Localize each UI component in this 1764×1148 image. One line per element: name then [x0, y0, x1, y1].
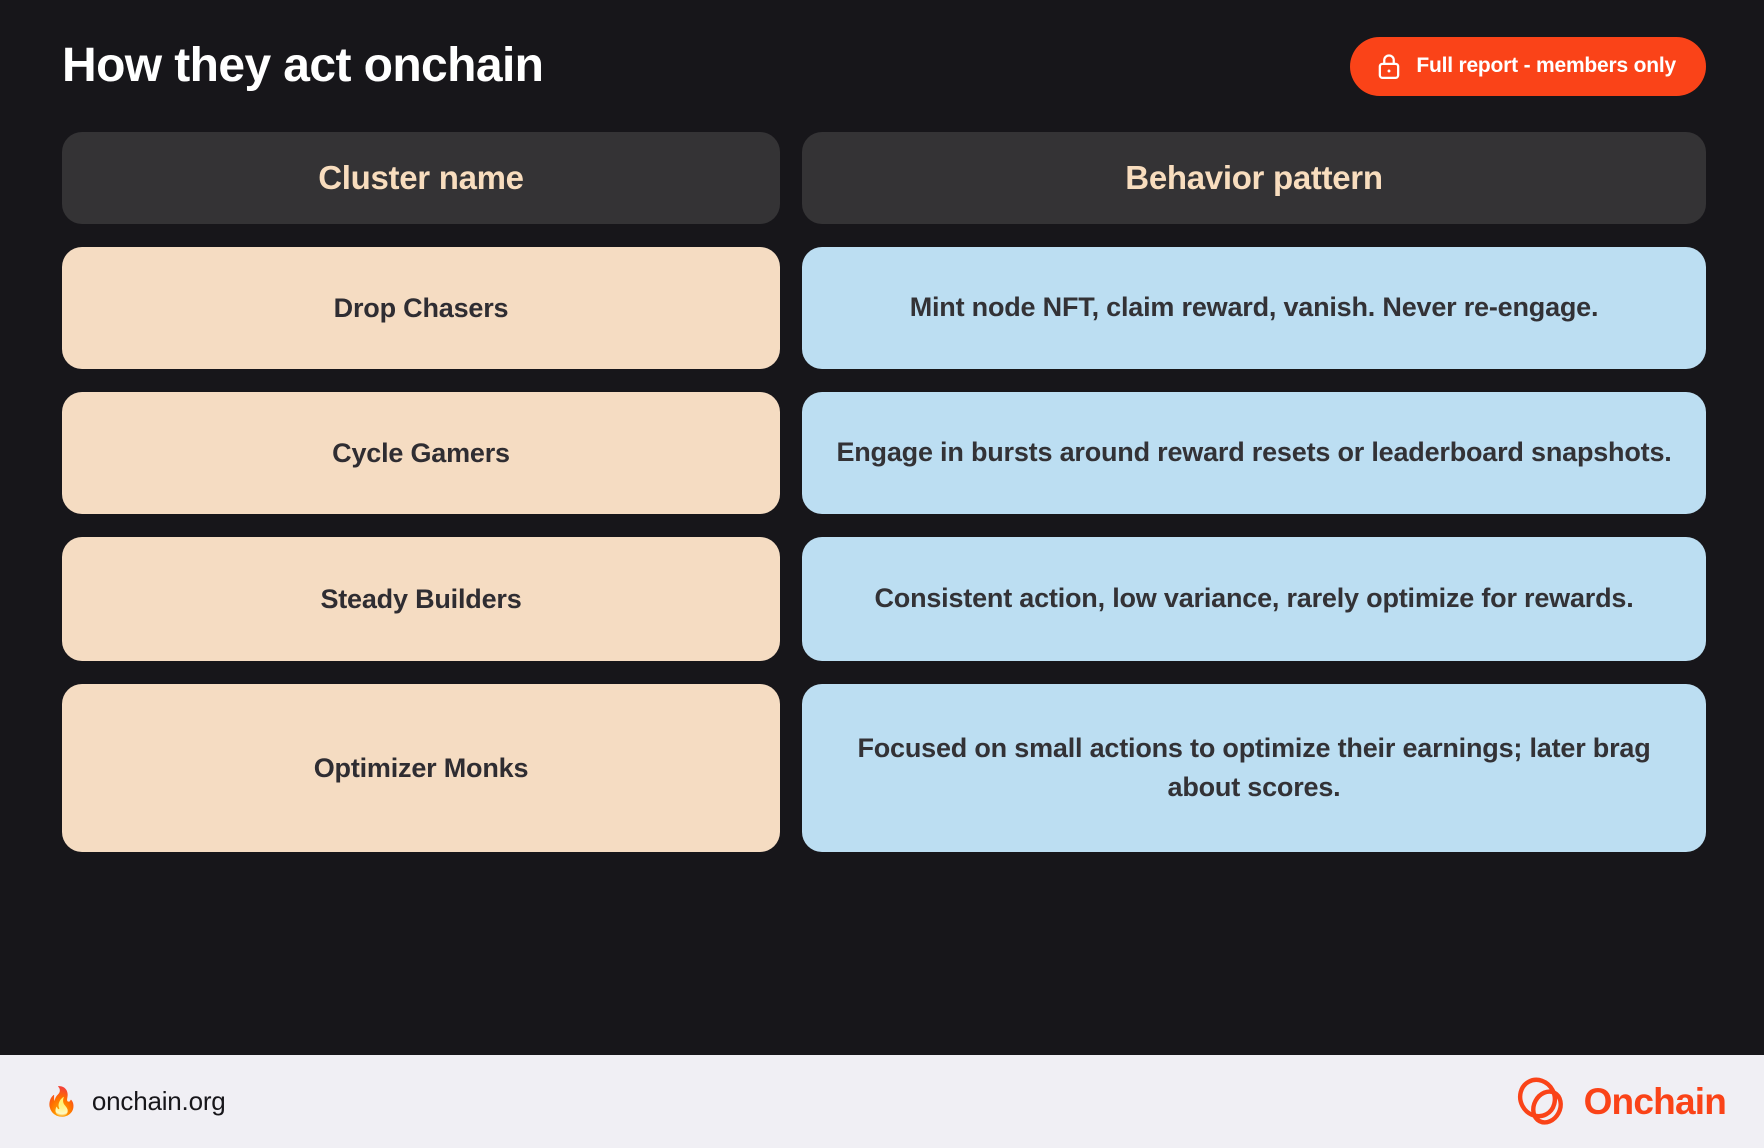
column-header-behavior-pattern: Behavior pattern	[802, 132, 1706, 224]
cluster-name-cell: Optimizer Monks	[62, 684, 780, 852]
onchain-logo[interactable]: Onchain	[1516, 1077, 1727, 1127]
cluster-name-cell: Cycle Gamers	[62, 392, 780, 514]
page-title: How they act onchain	[62, 39, 544, 92]
behavior-pattern-cell: Focused on small actions to optimize the…	[802, 684, 1706, 852]
behavior-pattern-cell: Mint node NFT, claim reward, vanish. Nev…	[802, 247, 1706, 369]
behavior-pattern-cell: Consistent action, low variance, rarely …	[802, 537, 1706, 661]
lock-icon	[1376, 52, 1402, 80]
footer: 🔥 onchain.org Onchain	[0, 1055, 1764, 1148]
footer-site-link[interactable]: 🔥 onchain.org	[44, 1086, 226, 1117]
behavior-pattern-cell: Engage in bursts around reward resets or…	[802, 392, 1706, 514]
onchain-logo-text: Onchain	[1583, 1080, 1727, 1122]
onchain-loop-icon	[1516, 1077, 1570, 1127]
cluster-name-cell: Drop Chasers	[62, 247, 780, 369]
table-bottom-spacer	[0, 1031, 1764, 1055]
column-header-cluster-name: Cluster name	[62, 132, 780, 224]
full-report-badge[interactable]: Full report - members only	[1350, 36, 1706, 96]
table-row: Optimizer Monks Focused on small actions…	[62, 684, 1706, 852]
table-row: Cycle Gamers Engage in bursts around rew…	[62, 392, 1706, 514]
flame-icon: 🔥	[44, 1085, 79, 1117]
cluster-name-cell: Steady Builders	[62, 537, 780, 661]
table-row: Steady Builders Consistent action, low v…	[62, 537, 1706, 661]
comparison-table: Cluster name Behavior pattern Drop Chase…	[0, 132, 1764, 1031]
table-row: Drop Chasers Mint node NFT, claim reward…	[62, 247, 1706, 369]
full-report-badge-label: Full report - members only	[1416, 53, 1676, 77]
footer-site-label: onchain.org	[91, 1086, 226, 1116]
table-header-row: Cluster name Behavior pattern	[62, 132, 1706, 224]
header: How they act onchain Full report - membe…	[0, 0, 1764, 132]
